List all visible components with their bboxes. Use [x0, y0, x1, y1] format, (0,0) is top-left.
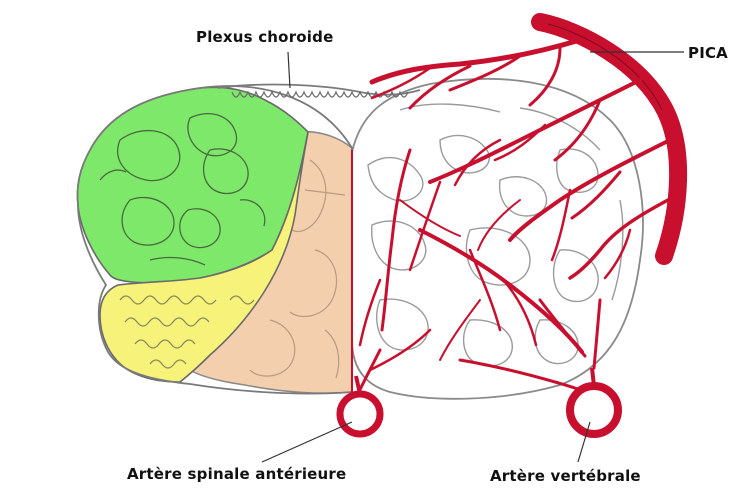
anterior-spinal-artery-label: Artère spinale antérieure [127, 465, 346, 483]
anterior-spinal-artery-ring [340, 394, 380, 434]
vertebral-artery-ring [570, 386, 618, 434]
pica-label: PICA [688, 44, 728, 62]
leader-plexus [288, 52, 290, 88]
vertebral-stem [592, 368, 594, 386]
plexus-choroide-label: Plexus choroide [196, 28, 333, 46]
vertebral-artery-label: Artère vertébrale [490, 467, 641, 485]
leader-spinale [262, 422, 352, 462]
right-half-outline [352, 79, 643, 399]
